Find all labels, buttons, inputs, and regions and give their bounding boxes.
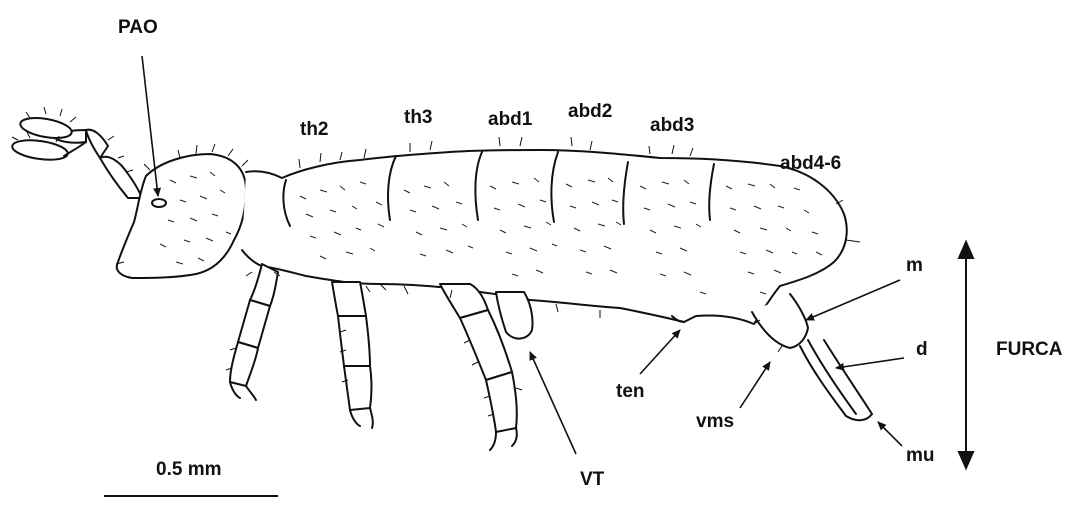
label-vt: VT [580,470,604,489]
vms-arrow [740,362,770,408]
furca-range-arrow [959,242,973,468]
label-furca: FURCA [996,340,1063,359]
leg-1 [230,264,278,400]
label-mu: mu [906,446,935,465]
mu-arrow [878,422,902,446]
label-abd2: abd2 [568,102,612,121]
label-th3: th3 [404,108,433,127]
label-vms: vms [696,412,734,431]
label-m: m [906,256,923,275]
label-pao: PAO [118,18,158,37]
label-abd3: abd3 [650,116,694,135]
m-arrow [806,280,900,320]
ventral-tube [496,292,533,339]
ten-arrow [640,330,680,374]
label-abd4-6: abd4-6 [780,154,841,173]
head [117,154,246,278]
label-d: d [916,340,928,359]
furca [752,294,872,420]
vt-arrow [530,352,576,454]
leg-2 [332,282,373,428]
d-arrow [836,358,904,368]
label-ten: ten [616,382,645,401]
body-outline [242,150,847,324]
label-scale: 0.5 mm [156,460,221,479]
label-abd1: abd1 [488,110,532,129]
pao-organ [152,199,166,207]
label-th2: th2 [300,120,329,139]
